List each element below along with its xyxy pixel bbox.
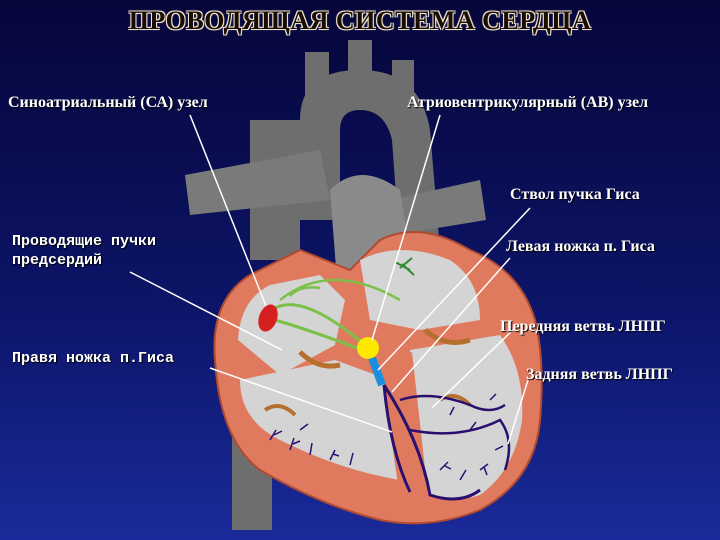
aorta-branch-1 — [305, 52, 329, 112]
posterior-fascicle — [409, 418, 511, 471]
papillary-muscle-1 — [263, 404, 297, 417]
sa-node — [258, 304, 278, 332]
page-title: ПРОВОДЯЩАЯ СИСТЕМА СЕРДЦА — [128, 6, 592, 35]
purkinje-fibers-right — [269, 423, 354, 466]
purkinje-fibers-left — [439, 393, 504, 481]
label-posterior-branch: Задняя ветвь ЛНПГ — [526, 366, 673, 383]
left-ventricle — [410, 335, 523, 499]
atrial-pathway-2 — [274, 318, 363, 352]
his-bundle — [368, 356, 386, 387]
pulmonary-artery — [185, 150, 330, 215]
leader-his-trunk — [377, 207, 531, 371]
pulmonary-artery-right — [390, 180, 486, 235]
leader-right-branch — [209, 367, 393, 433]
leader-sa-node — [189, 114, 267, 307]
mitral-valve — [423, 328, 471, 345]
aorta-branch-3 — [392, 60, 414, 115]
atrial-pathway-1 — [271, 303, 366, 347]
atrial-pathway-4 — [289, 286, 321, 297]
anterior-fascicle — [399, 394, 506, 412]
label-his-trunk: Ствол пучка Гиса — [510, 186, 640, 203]
leader-left-branch — [391, 257, 511, 393]
label-sa-node: Синоатриальный (СА) узел — [8, 94, 208, 111]
bachmann-bundle — [394, 257, 415, 276]
leader-atrial-bundles — [129, 271, 283, 351]
label-atrial-bundles: Проводящие пучки предсердий — [12, 233, 157, 269]
label-av-node: Атриовентрикулярный (АВ) узел — [407, 94, 649, 111]
right-ventricle — [240, 360, 400, 480]
atrial-pathway-3 — [279, 278, 401, 302]
left-bundle-branch — [382, 384, 481, 501]
right-bundle-branch — [382, 384, 412, 493]
left-atrium — [360, 250, 480, 330]
leader-posterior-branch — [507, 379, 529, 445]
leader-anterior-branch — [431, 327, 516, 409]
leader-av-node — [371, 114, 441, 341]
label-right-branch: Правя ножка п.Гиса — [12, 350, 175, 367]
tricuspid-valve — [298, 350, 341, 369]
interventricular-septum — [380, 352, 428, 495]
aorta-branch-2 — [348, 40, 372, 100]
av-node — [357, 337, 379, 359]
label-anterior-branch: Передняя ветвь ЛНПГ — [500, 318, 666, 335]
label-left-branch: Левая ножка п. Гиса — [506, 238, 655, 255]
